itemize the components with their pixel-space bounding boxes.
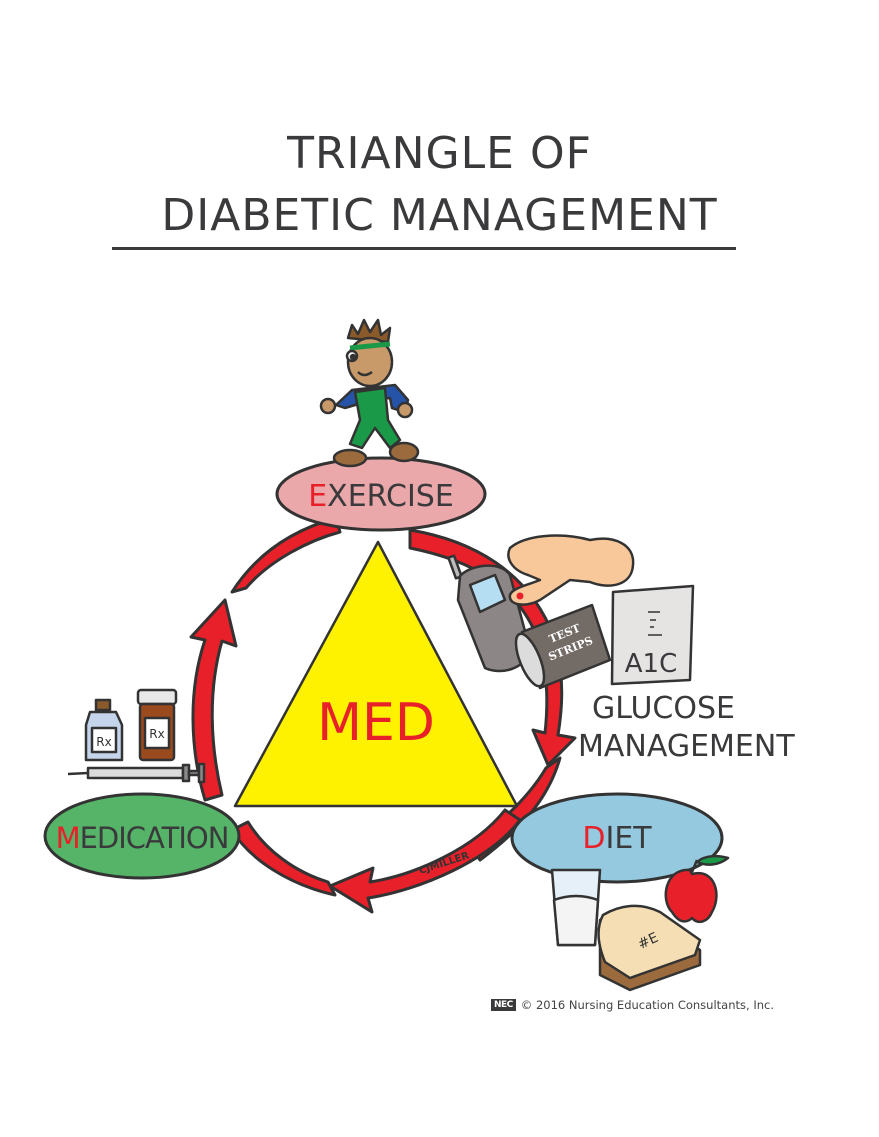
arrow-tail-exercise	[230, 516, 342, 594]
glucose-label-line1: GLUCOSE	[592, 691, 735, 726]
node-medication: MEDICATION	[43, 792, 241, 880]
test-strips-icon: TEST STRIPS	[514, 603, 612, 690]
pill-bottle-icon: Rx	[136, 688, 178, 762]
med-triangle: MED	[233, 540, 519, 808]
svg-text:MEDICATION: MEDICATION	[56, 821, 229, 855]
title-line-2: DIABETIC MANAGEMENT	[161, 190, 718, 241]
walking-man-icon	[319, 318, 420, 468]
glucose-meter-group: A1C TEST STRIPS	[447, 534, 695, 690]
nec-logo: NEC	[491, 999, 516, 1011]
vial-icon: Rx	[84, 698, 124, 762]
exercise-rest: XERCISE	[327, 479, 454, 514]
diet-rest: IET	[605, 821, 652, 856]
arrow-diet-to-medication	[328, 808, 522, 914]
sandwich-icon: #E	[597, 904, 702, 992]
title-line-1: TRIANGLE OF	[287, 128, 592, 179]
med-label: MED	[317, 693, 435, 753]
hand-icon	[507, 534, 635, 606]
node-diet: DIET	[510, 792, 724, 884]
apple-icon	[664, 854, 730, 924]
medication-rest: EDICATION	[80, 821, 229, 855]
copyright-text: © 2016 Nursing Education Consultants, In…	[520, 998, 774, 1012]
syringe-icon	[67, 762, 206, 784]
svg-text:EXERCISE: EXERCISE	[308, 479, 454, 514]
arrow-medication-to-exercise	[189, 598, 238, 802]
medication-initial: M	[56, 821, 80, 855]
milk-glass-icon	[550, 868, 602, 947]
diet-initial: D	[582, 821, 605, 856]
copyright-credit: NEC © 2016 Nursing Education Consultants…	[491, 998, 774, 1012]
medicine-icon: Rx Rx	[67, 688, 206, 784]
food-icon: #E	[550, 854, 730, 992]
node-exercise: EXERCISE	[275, 456, 487, 532]
svg-text:DIET: DIET	[582, 821, 652, 856]
arrow-tail-medication	[230, 820, 337, 897]
vial-rx-label: Rx	[96, 735, 111, 749]
a1c-label: A1C	[625, 649, 677, 679]
glucose-label-line2: MANAGEMENT	[578, 729, 795, 764]
exercise-initial: E	[308, 479, 327, 514]
sandwich-mark: #E	[636, 930, 661, 953]
bottle-rx-label: Rx	[149, 727, 164, 741]
title-underline	[112, 247, 736, 250]
a1c-report-icon: A1C	[610, 584, 695, 686]
